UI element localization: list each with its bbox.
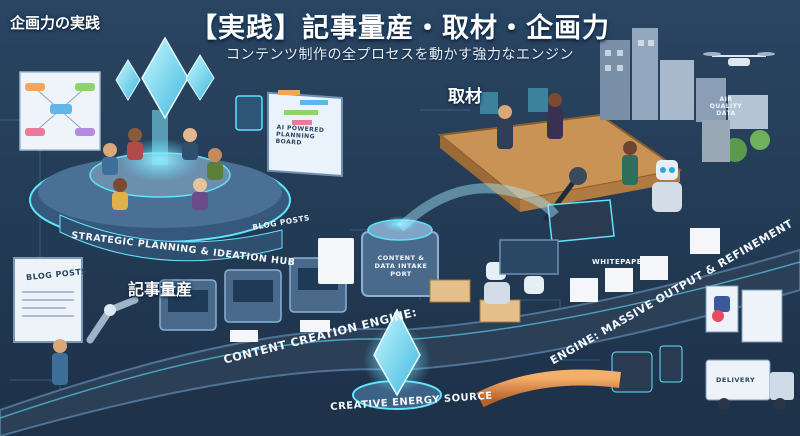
data-monument [702, 120, 730, 162]
social-panels [705, 285, 783, 343]
hub-sign-plate [59, 214, 283, 262]
sign-intake-port: CONTENT & DATA INTAKE PORT [374, 254, 428, 278]
zone-label-mass-production: 記事量産 [128, 280, 193, 299]
robot-arm [86, 296, 139, 344]
mobile-phone [659, 345, 683, 383]
page-title: 【実践】記事量産・取材・企画力 [190, 13, 610, 44]
planning-board [235, 90, 343, 177]
worker-figure [52, 339, 68, 385]
output-pipe [476, 369, 621, 408]
facebook-icon [714, 296, 730, 312]
data-stream [396, 183, 559, 232]
crystal-icon [352, 308, 442, 410]
microphone-icon [542, 167, 587, 222]
analysis-board [499, 239, 559, 275]
mass-production-line [159, 238, 354, 342]
sign-planning-board: AI POWERED PLANNING BOARD [275, 123, 325, 147]
page-subtitle: コンテンツ制作の全プロセスを動かす強力なエンジン [226, 47, 574, 63]
whitepaper-stacks [429, 228, 720, 323]
planning-hub [19, 71, 291, 243]
label-whitepapers: WHITEPAPERS [592, 258, 654, 266]
robot-icon [484, 262, 544, 304]
delivery-truck [705, 359, 794, 410]
crystal-icon [115, 36, 215, 120]
intake-port [361, 216, 439, 297]
label-air-quality: AIR QUALITY DATA [709, 96, 743, 117]
tablet-device [547, 199, 615, 243]
zone-label-interview: 取材 [448, 87, 482, 107]
drone-icon [703, 52, 775, 66]
label-delivery: DELIVERY [716, 376, 756, 384]
city-block [600, 28, 770, 162]
location-pin-icon [712, 310, 724, 322]
zone-label-planning: 企画力の実践 [10, 14, 101, 32]
robot-icon [652, 160, 682, 212]
